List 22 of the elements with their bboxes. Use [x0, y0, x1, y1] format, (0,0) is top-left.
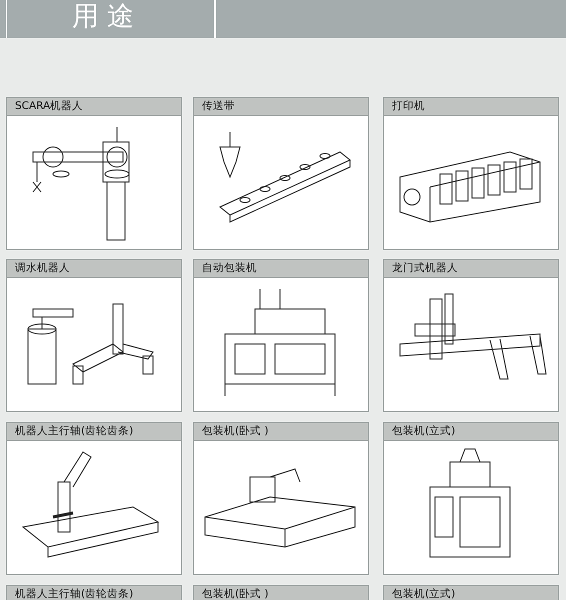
card: [383, 259, 559, 412]
card: [193, 97, 369, 250]
card: [6, 259, 182, 412]
card-title: 龙门式机器人: [392, 262, 458, 275]
card-title: 机器人主行轴(齿轮齿条): [15, 425, 134, 438]
card-title: 打印机: [392, 100, 425, 113]
card-title: 包装机(立式): [392, 425, 456, 438]
page-title: 用途: [72, 2, 142, 32]
card: [383, 97, 559, 250]
card: [6, 422, 182, 575]
card: [193, 259, 369, 412]
card-title: 包装机(卧式 ): [202, 425, 269, 438]
card-title: 机器人主行轴(齿轮齿条): [15, 588, 134, 600]
card-title: 自动包装机: [202, 262, 257, 275]
card: [383, 422, 559, 575]
card-title: SCARA机器人: [15, 100, 84, 113]
card-title: 包装机(立式): [392, 588, 456, 600]
card-title: 调水机器人: [15, 262, 70, 275]
card-title: 传送带: [202, 100, 235, 113]
card: [6, 97, 182, 250]
card: [193, 422, 369, 575]
card-title: 包装机(卧式 ): [202, 588, 269, 600]
